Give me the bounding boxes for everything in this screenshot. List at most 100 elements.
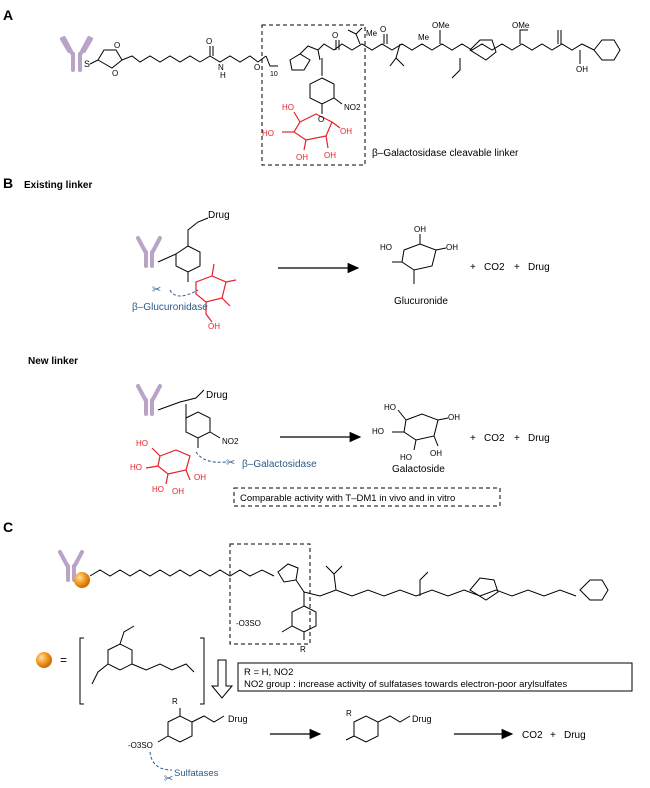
atom-n: N bbox=[218, 63, 224, 72]
plus-sign: + bbox=[514, 262, 520, 273]
atom-o: O bbox=[380, 25, 386, 34]
comparison-note: Comparable activity with T–DM1 in vivo a… bbox=[240, 493, 455, 504]
sugar-hydroxyl-label: OH bbox=[172, 487, 184, 496]
galactoside-structure bbox=[392, 409, 449, 451]
comparison-note-box bbox=[233, 487, 501, 507]
atom-h: H bbox=[220, 71, 226, 80]
drug-label: Drug bbox=[208, 210, 230, 221]
existing-linker-heading: Existing linker bbox=[24, 180, 92, 191]
sugar-hydroxyl-label: HO bbox=[136, 439, 148, 448]
panel-b: B Existing linker Drug ✂ β–Glucuronidase… bbox=[3, 175, 550, 507]
co2-product: CO2 bbox=[484, 433, 505, 444]
sugar-hydroxyl-label: OH bbox=[340, 127, 352, 136]
antibody-icon bbox=[58, 550, 84, 582]
cleavable-linker-box bbox=[229, 543, 311, 645]
drug-product: Drug bbox=[564, 730, 586, 741]
phenoxide-intermediate bbox=[345, 715, 411, 743]
methoxy-label: OMe bbox=[432, 21, 450, 30]
methoxy-label: OMe bbox=[512, 21, 530, 30]
atom-o: O bbox=[318, 115, 324, 124]
drug-label: Drug bbox=[412, 714, 432, 724]
scissors-icon: ✂ bbox=[164, 773, 173, 785]
sugar-hydroxyl-label: OH bbox=[208, 322, 220, 331]
antibody-icon bbox=[136, 236, 162, 268]
product-glucuronide: Glucuronide bbox=[394, 296, 448, 307]
sulfatase-note-box bbox=[237, 662, 633, 692]
sugar-hydroxyl-label: HO bbox=[372, 427, 384, 436]
atom-o: O bbox=[114, 41, 120, 50]
sugar-hydroxyl-label: HO bbox=[262, 129, 274, 138]
atom-o: O bbox=[206, 37, 212, 46]
conjugation-ball bbox=[74, 572, 90, 588]
glucuronide-structure bbox=[392, 234, 447, 284]
equals-sign: = bbox=[60, 653, 67, 667]
galactose-ring bbox=[145, 447, 191, 485]
new-linker-heading: New linker bbox=[28, 356, 78, 367]
co2-product: CO2 bbox=[484, 262, 505, 273]
sugar-hydroxyl-label: HO bbox=[130, 463, 142, 472]
existing-linker-skeleton bbox=[157, 217, 209, 282]
antibody-icon bbox=[60, 36, 93, 72]
sugar-hydroxyl-label: HO bbox=[380, 243, 392, 252]
co2-product: CO2 bbox=[522, 730, 543, 741]
r-substituent-label: R bbox=[346, 709, 352, 718]
panel-b-letter: B bbox=[3, 175, 13, 191]
hydroxyl-label: OH bbox=[576, 65, 588, 74]
cleavage-path bbox=[195, 451, 227, 463]
sulfur-label: S bbox=[84, 59, 90, 69]
enzyme-label-existing: β–Glucuronidase bbox=[132, 302, 208, 313]
r-substituent-label: R bbox=[300, 645, 306, 654]
drug-product: Drug bbox=[528, 262, 550, 273]
sulfate-group-label: -O3SO bbox=[236, 619, 261, 628]
sugar-hydroxyl-label: OH bbox=[324, 151, 336, 160]
panel-a-letter: A bbox=[3, 7, 13, 23]
cleavage-path bbox=[149, 751, 173, 771]
atom-o: O bbox=[112, 69, 118, 78]
sugar-hydroxyl-label: HO bbox=[384, 403, 396, 412]
antibody-icon bbox=[136, 384, 162, 416]
sugar-hydroxyl-label: HO bbox=[152, 485, 164, 494]
plus-sign: + bbox=[470, 262, 476, 273]
sugar-hydroxyl-label: OH bbox=[430, 449, 442, 458]
drug-label: Drug bbox=[206, 390, 228, 401]
sugar-hydroxyl-label: HO bbox=[400, 453, 412, 462]
plus-sign: + bbox=[470, 433, 476, 444]
sulfatase-payload-skeleton bbox=[89, 563, 609, 640]
repeat-count: 10 bbox=[270, 71, 278, 78]
linker-caption: β–Galactosidase cleavable linker bbox=[372, 148, 519, 159]
enzyme-label-new: β–Galactosidase bbox=[242, 459, 317, 470]
galactose-ring bbox=[282, 111, 341, 151]
atom-o: O bbox=[254, 63, 260, 72]
cleavage-path bbox=[169, 289, 199, 297]
atom-o: O bbox=[332, 31, 338, 40]
plus-sign: + bbox=[550, 730, 556, 741]
cleavable-linker-box bbox=[261, 24, 366, 166]
product-galactoside: Galactoside bbox=[392, 464, 445, 475]
sugar-hydroxyl-label: OH bbox=[448, 413, 460, 422]
methyl-label: Me bbox=[366, 29, 378, 38]
drug-label: Drug bbox=[228, 714, 248, 724]
sugar-hydroxyl-label: OH bbox=[414, 225, 426, 234]
panel-c: C -O3SO R = bbox=[3, 519, 633, 785]
nitro-label: NO2 bbox=[222, 437, 239, 446]
sugar-hydroxyl-label: OH bbox=[446, 243, 458, 252]
sulfate-group-label: -O3SO bbox=[128, 741, 153, 750]
new-linker-skeleton bbox=[157, 389, 221, 448]
pyrimidine-linker-structure bbox=[79, 625, 205, 705]
r-substituent-label: R bbox=[172, 697, 178, 706]
sugar-hydroxyl-label: OH bbox=[296, 153, 308, 162]
plus-sign: + bbox=[514, 433, 520, 444]
panel-c-letter: C bbox=[3, 519, 13, 535]
methyl-label: Me bbox=[418, 33, 430, 42]
conjugation-ball-legend bbox=[36, 652, 52, 668]
down-arrow-icon bbox=[210, 659, 234, 699]
payload-skeleton bbox=[89, 27, 621, 114]
drug-product: Drug bbox=[528, 433, 550, 444]
r-definition: R = H, NO2 bbox=[244, 667, 293, 678]
sugar-hydroxyl-label: HO bbox=[282, 103, 294, 112]
enzyme-label-sulfatases: Sulfatases bbox=[174, 768, 219, 779]
no2-note: NO2 group : increase activity of sulfata… bbox=[244, 679, 567, 690]
nitro-label: NO2 bbox=[344, 103, 361, 112]
glucuronic-acid-ring bbox=[195, 263, 237, 323]
